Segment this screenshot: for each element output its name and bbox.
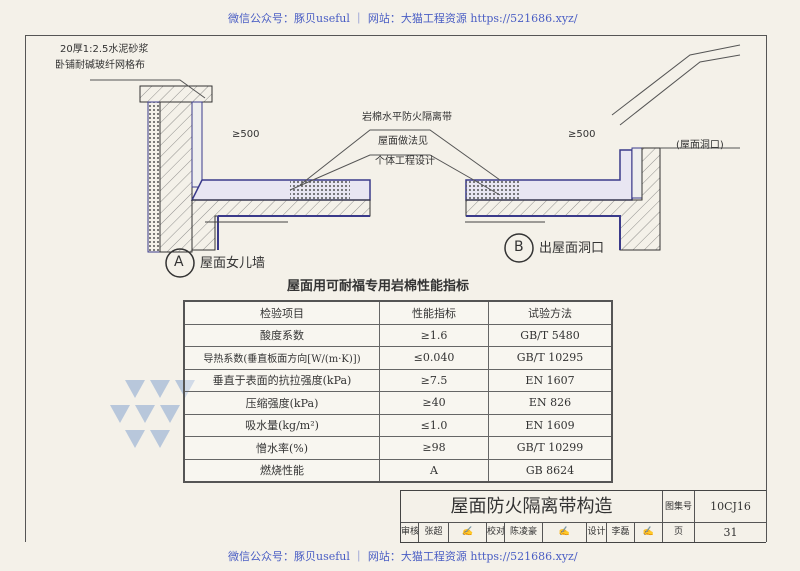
fire-band-label: 岩棉水平防火隔离带	[362, 112, 452, 123]
detail-b-caption: 出屋面洞口	[539, 241, 605, 256]
detail-marker-b	[504, 233, 534, 263]
cell-value: ≤0.040	[379, 346, 489, 370]
drawing-title: 屋面防火隔离带构造	[401, 491, 663, 523]
roof-note-line2: 个体工程设计	[375, 156, 435, 167]
cell-value: ≤1.0	[379, 413, 489, 437]
cell-value: A	[379, 458, 489, 483]
cell-method: GB/T 10299	[488, 436, 613, 460]
watermark-bottom: 微信公众号：豚贝useful ｜ 网站：大猫工程资源 https://52168…	[228, 550, 578, 563]
cell-value: ≥7.5	[379, 368, 489, 392]
cell-value: ≥1.6	[379, 323, 489, 347]
roof-opening-detail-b	[465, 44, 741, 251]
parapet-detail-a	[139, 85, 371, 253]
reviewer-signature: ✍	[449, 523, 487, 542]
cell-method: GB 8624	[488, 458, 613, 483]
cell-method: EN 826	[488, 391, 613, 415]
cell-item: 燃烧性能	[183, 458, 380, 483]
sheet-frame	[25, 35, 767, 542]
cell-item: 酸度系数	[183, 323, 380, 347]
cell-item: 吸水量(kg/m²)	[183, 413, 380, 437]
cell-item: 憎水率(%)	[183, 436, 380, 460]
reviewer-name: 张超	[419, 523, 449, 542]
cell-method: GB/T 5480	[488, 323, 613, 347]
header-item: 检验项目	[183, 300, 380, 325]
review-label: 审核	[401, 523, 419, 542]
cell-value: ≥98	[379, 436, 489, 460]
table-header-row: 检验项目 性能指标 试验方法	[183, 300, 613, 325]
cell-item: 垂直于表面的抗拉强度(kPa)	[183, 368, 380, 392]
dimension-left: ≥500	[232, 129, 260, 140]
atlas-number: 10CJ16	[695, 491, 766, 523]
watermark-top: 微信公众号：豚贝useful ｜ 网站：大猫工程资源 https://52168…	[228, 12, 578, 25]
cell-method: EN 1609	[488, 413, 613, 437]
cell-item: 导热系数(垂直板面方向[W/(m·K)])	[183, 346, 380, 370]
atlas-label: 图集号	[663, 491, 695, 523]
cell-method: GB/T 10295	[488, 346, 613, 370]
cell-item: 压缩强度(kPa)	[183, 391, 380, 415]
detail-marker-a	[165, 248, 195, 278]
roof-note-line1: 屋面做法见	[378, 136, 428, 147]
opening-label: (屋面洞口)	[676, 140, 724, 151]
section-drawing	[90, 44, 741, 278]
title-block: 屋面防火隔离带构造 图集号 10CJ16 审核 张超 ✍ 校对 陈凌豪 ✍ 设计…	[400, 490, 766, 543]
checker-name: 陈凌豪	[505, 523, 543, 542]
designer-signature: ✍	[635, 523, 663, 542]
cell-method: EN 1607	[488, 368, 613, 392]
designer-name: 李磊	[607, 523, 635, 542]
header-method: 试验方法	[488, 300, 613, 325]
dimension-right: ≥500	[568, 129, 596, 140]
note-line1: 20厚1:2.5水泥砂浆	[60, 44, 149, 55]
detail-a-marker-text: A	[174, 254, 184, 270]
cell-value: ≥40	[379, 391, 489, 415]
page-number: 31	[723, 526, 738, 539]
page-label: 页	[663, 523, 695, 542]
table-title: 屋面用可耐福专用岩棉性能指标	[287, 279, 470, 294]
detail-b-marker-text: B	[514, 239, 524, 255]
checker-signature: ✍	[543, 523, 587, 542]
check-label: 校对	[487, 523, 505, 542]
watermark-logo	[110, 380, 195, 448]
note-line2: 卧铺耐碱玻纤网格布	[55, 60, 145, 71]
detail-a-caption: 屋面女儿墙	[200, 256, 266, 271]
design-label: 设计	[587, 523, 607, 542]
header-value: 性能指标	[379, 300, 489, 325]
